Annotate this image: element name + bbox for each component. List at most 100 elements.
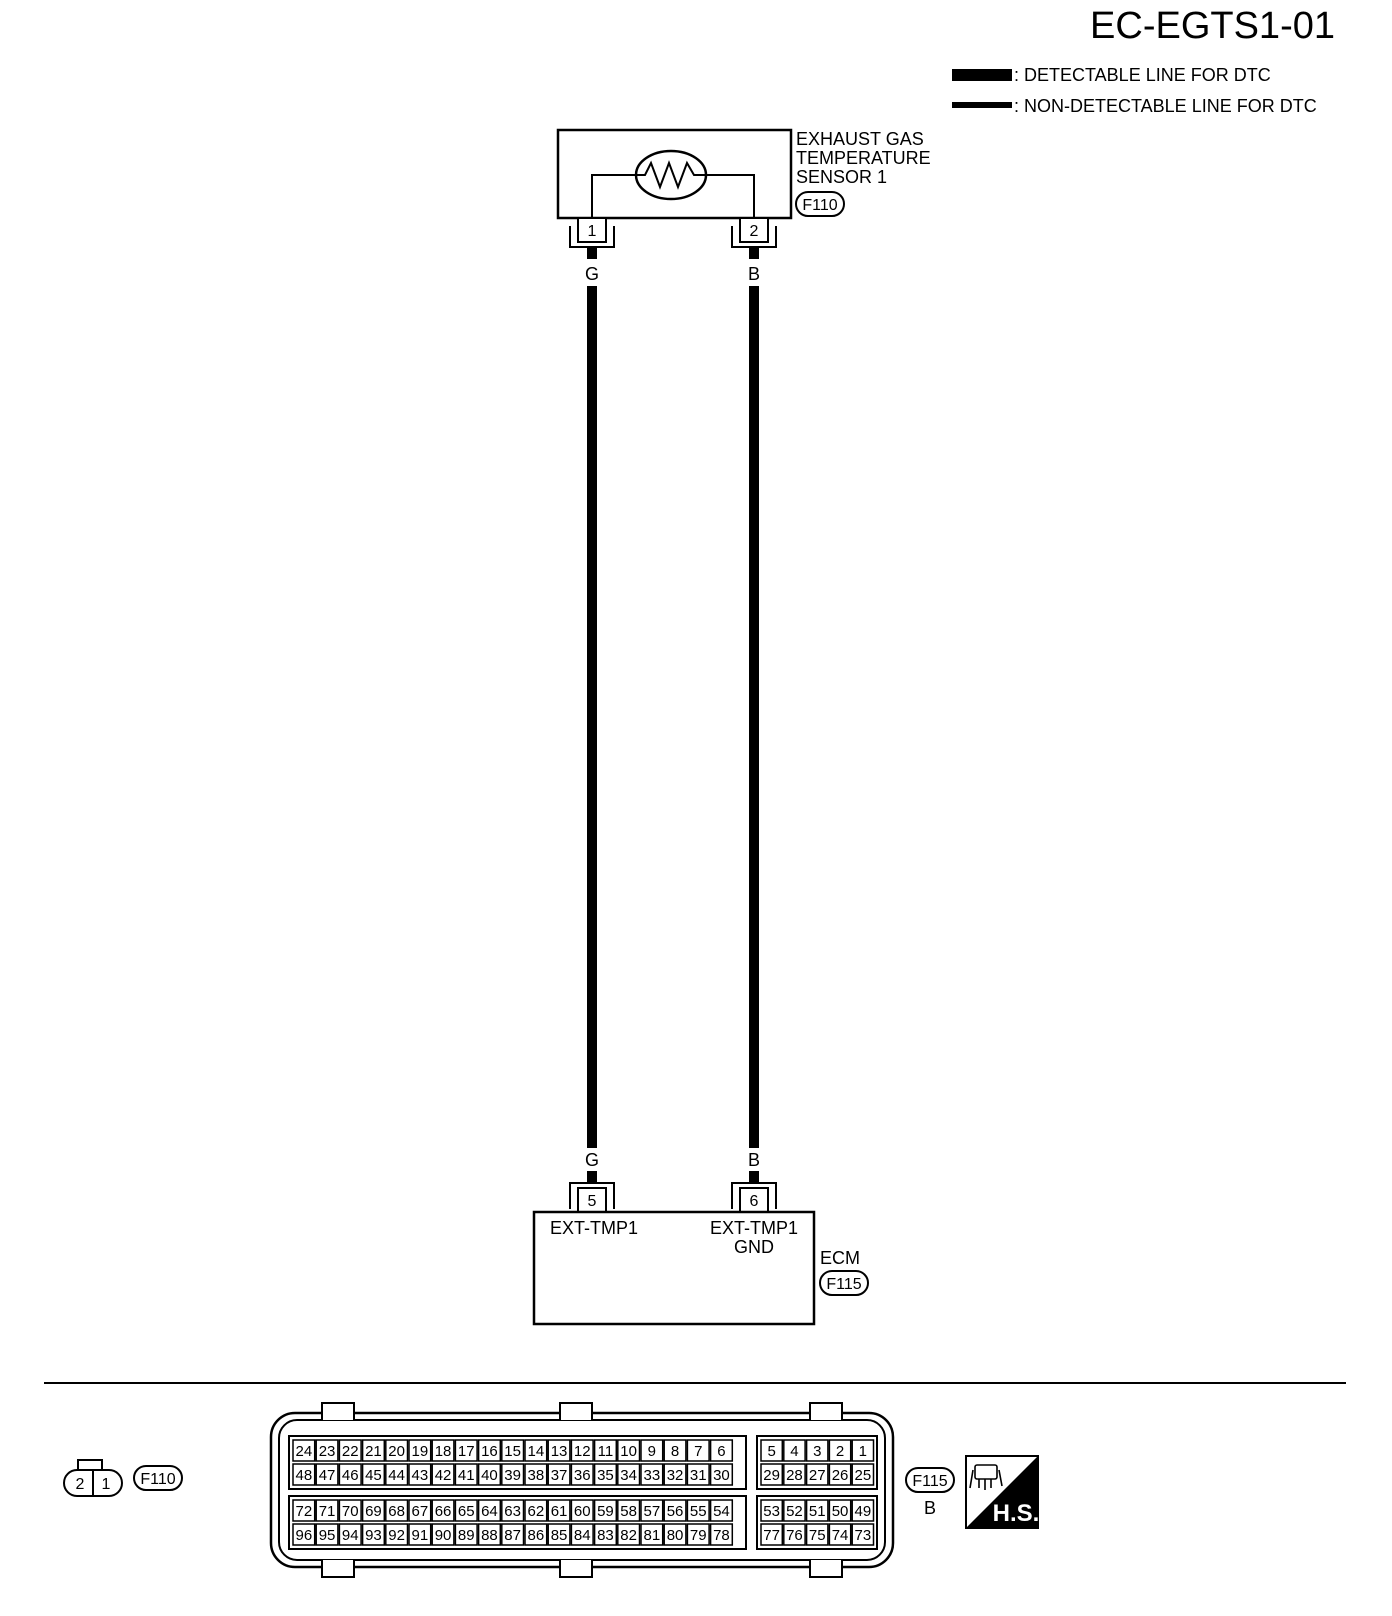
f115-cavity-number: 67 [412,1503,429,1520]
f115-cavity-cell [686,1523,710,1546]
f115-cavity-cell [385,1499,409,1522]
f115-cavity-number: 2 [836,1443,844,1460]
sensor-connector-id: F110 [802,197,837,214]
f115-cavity-number: 80 [667,1527,684,1544]
f115-cavity-number: 34 [620,1467,637,1484]
wire-b-color-bottom: B [748,1150,760,1170]
f115-cavity-cell [361,1499,386,1522]
f115-cavity-cell [315,1439,339,1462]
f115-cavity-cell [385,1523,409,1546]
f115-cavity-cell [828,1523,852,1546]
f115-cavity-cell [408,1439,432,1462]
f115-cavity-cell [709,1439,734,1462]
f115-cavity-number: 53 [763,1503,780,1520]
f115-cavity-cell [292,1463,316,1486]
f115-cavity-number: 50 [832,1503,849,1520]
diagram-code: EC-EGTS1-01 [1090,5,1335,47]
f115-cavity-number: 64 [481,1503,498,1520]
f115-cavity-cell [408,1463,432,1486]
f115-cavity-cell [851,1499,875,1522]
f110-view-badge [133,1465,183,1491]
f115-cavity-number: 40 [481,1467,498,1484]
wire-b: B B [748,247,760,1183]
f115-cavity-cell [805,1499,829,1522]
f115-cavity-cell [361,1463,386,1486]
f115-cavity-cell [408,1499,432,1522]
f115-cavity-cell [760,1463,784,1486]
wire-b-line [749,286,759,1148]
f115-cavity-cell [593,1523,618,1546]
ecm-name: ECM [820,1248,860,1268]
f115-cavity-cell [431,1463,455,1486]
f115-cavity-cell [315,1463,339,1486]
f115-cavity-cell [593,1439,618,1462]
f115-cavity-cell [570,1523,594,1546]
sensor-name-line-3: SENSOR 1 [796,167,887,187]
f115-cavity-number: 42 [435,1467,452,1484]
f115-cavity-cell [828,1463,852,1486]
f115-cavity-number: 72 [296,1503,313,1520]
f115-cavity-number: 5 [767,1443,775,1460]
f115-cavity-number: 87 [504,1527,521,1544]
f115-cavity-cell [663,1439,687,1462]
f115-cavity-number: 86 [528,1527,545,1544]
harness-side-badge: H.S. [965,1455,1039,1529]
f115-cavity-number: 19 [412,1443,429,1460]
f115-cavity-cell [828,1439,852,1462]
f115-cavity-cell [338,1463,362,1486]
f115-cavity-number: 69 [365,1503,382,1520]
ecm-body [532,1210,816,1326]
f115-cavity-cell [828,1499,852,1522]
f115-cavity-number: 22 [342,1443,359,1460]
f115-cavity-cell [617,1499,641,1522]
f115-cavity-cell [663,1523,687,1546]
f115-cavity-cell [477,1523,502,1546]
f115-cavity-number: 59 [597,1503,614,1520]
f115-cavity-number: 75 [809,1527,826,1544]
f115-cavity-number: 68 [388,1503,405,1520]
ecm-terminal-5-label: EXT-TMP1 [550,1218,638,1238]
f115-cavity-number: 7 [694,1443,702,1460]
f115-cavity-number: 47 [319,1467,336,1484]
f115-cavity-number: 90 [435,1527,452,1544]
f115-cavity-number: 91 [412,1527,429,1544]
f115-cavity-number: 12 [574,1443,591,1460]
f115-cavity-number: 66 [435,1503,452,1520]
f115-cavity-number: 51 [809,1503,826,1520]
f115-cavity-number: 37 [551,1467,568,1484]
f115-cavity-number: 20 [388,1443,405,1460]
f115-cavity-cell [477,1439,502,1462]
f115-cavity-cell [315,1499,339,1522]
f115-cavity-cell [851,1523,875,1546]
f115-cavity-number: 76 [786,1527,803,1544]
f115-cavity-cell [686,1463,710,1486]
f115-cavity-number: 6 [717,1443,725,1460]
f115-cavity-number: 30 [713,1467,730,1484]
f115-cavity-number: 15 [504,1443,521,1460]
f115-cavity-number: 8 [671,1443,679,1460]
f115-cavity-cell [501,1439,525,1462]
ecm-pin-5: 5 [569,1182,615,1213]
f115-cavity-cell [385,1463,409,1486]
f115-cavity-number: 92 [388,1527,405,1544]
f115-cavity-number: 56 [667,1503,684,1520]
f115-cavity-number: 44 [388,1467,405,1484]
f115-cavity-number: 13 [551,1443,568,1460]
f115-cavity-number: 9 [648,1443,656,1460]
f115-cavity-number: 17 [458,1443,475,1460]
f115-cavity-cell [292,1499,316,1522]
f115-cavity-number: 73 [855,1527,872,1544]
sensor-pin-2: 2 [731,217,777,248]
f115-cavity-number: 4 [790,1443,798,1460]
f115-cavity-cell [547,1439,571,1462]
f115-cavity-cell [385,1439,409,1462]
sensor-pin-1-label: 1 [588,223,597,240]
f115-cavity-number: 58 [620,1503,637,1520]
f115-cavity-cell [454,1439,478,1462]
f115-view-badge [905,1467,955,1493]
f115-cavity-cell [547,1499,571,1522]
f115-cavity-number: 36 [574,1467,591,1484]
ecm-terminal-6-label: EXT-TMP1 [710,1218,798,1238]
f110-connector-view: 2 1 F110 [63,1459,183,1497]
